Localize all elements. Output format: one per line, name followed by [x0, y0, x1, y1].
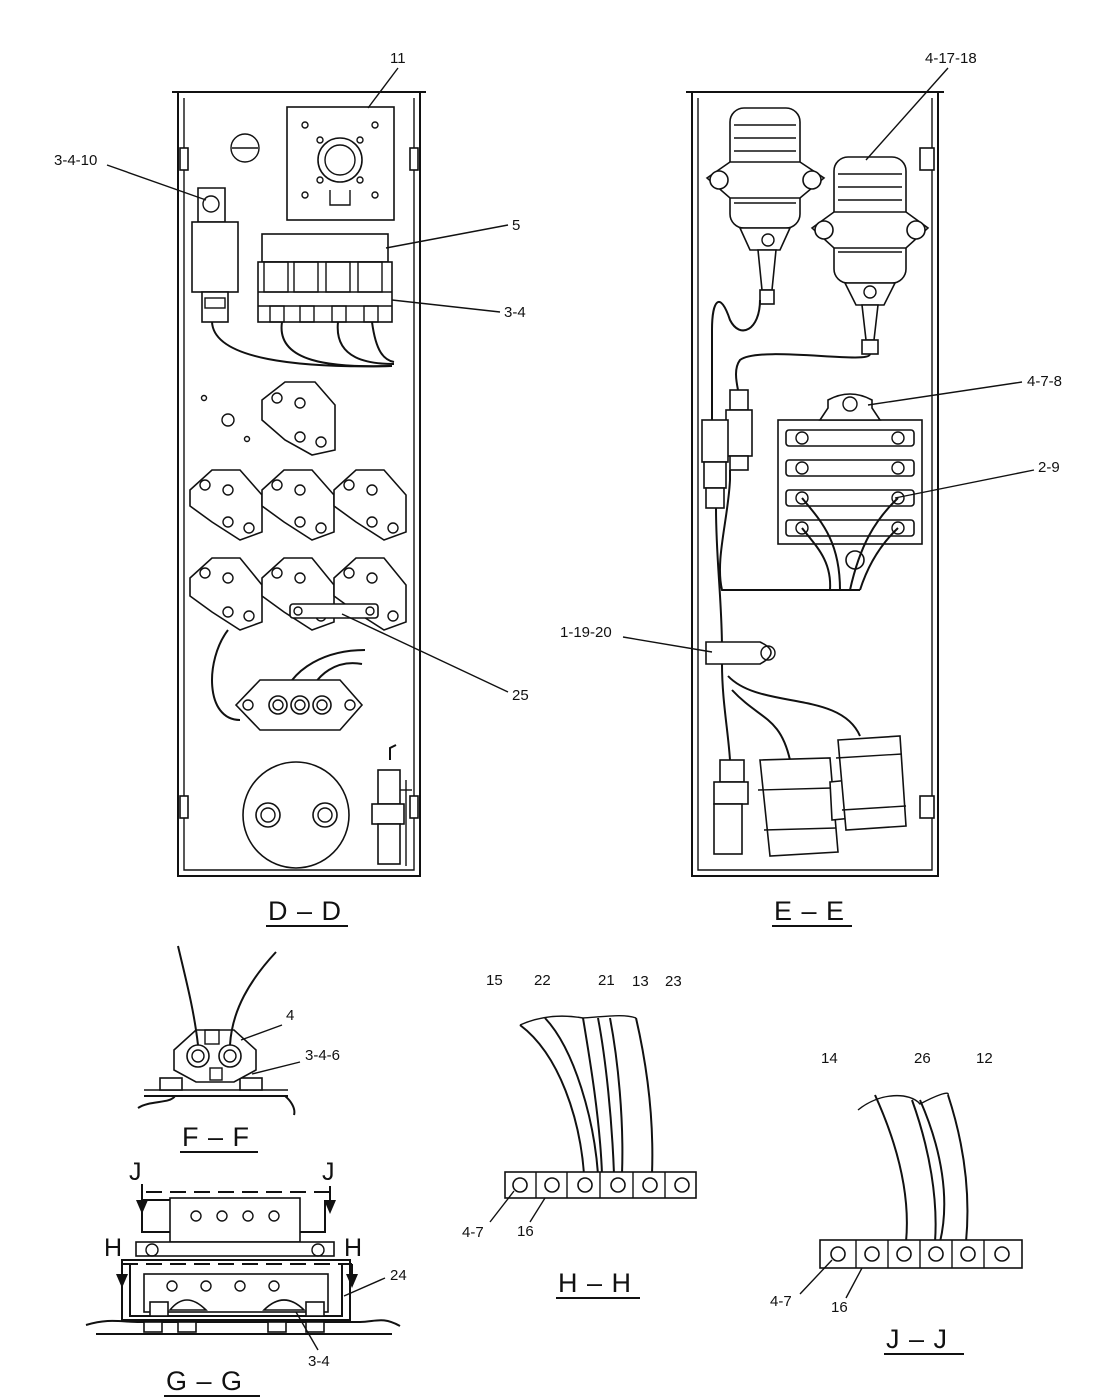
callout-4-7-hh: 4-7 [462, 1224, 484, 1241]
callout-3-4-gg: 3-4 [308, 1353, 330, 1370]
callout-2-9: 2-9 [1038, 459, 1060, 476]
view-gg [85, 1184, 401, 1351]
callout-25: 25 [512, 687, 529, 704]
callout-3-4-dd: 3-4 [504, 304, 526, 321]
callout-4-17-18: 4-17-18 [925, 50, 977, 67]
round-receptacle [242, 761, 350, 869]
fuse-block-5 [257, 233, 393, 323]
callout-4-ff: 4 [286, 1007, 294, 1024]
callout-23: 23 [665, 973, 682, 990]
callout-16-jj: 16 [831, 1299, 848, 1316]
view-jj [799, 1092, 1023, 1299]
title-ff: F – F [182, 1122, 250, 1152]
coil-left [705, 107, 826, 305]
callout-3-4-6: 3-4-6 [305, 1047, 340, 1064]
callout-1-19-20: 1-19-20 [560, 624, 612, 641]
callout-13: 13 [632, 973, 649, 990]
callout-5: 5 [512, 217, 520, 234]
title-ee: E – E [774, 896, 845, 926]
section-letter-j-right: J [322, 1158, 335, 1186]
inline-fuse-holder [371, 744, 412, 866]
section-letter-h-right: H [344, 1234, 362, 1262]
cable-clamp [705, 641, 776, 665]
section-markers: J J H H [104, 1158, 362, 1262]
coil-right [810, 156, 930, 355]
view-ff [137, 945, 301, 1116]
view-ee-panel [622, 67, 1035, 877]
terminal-strip [777, 393, 923, 570]
callout-4-7-jj: 4-7 [770, 1293, 792, 1310]
connector-housing [234, 679, 364, 731]
callout-22: 22 [534, 972, 551, 989]
connector-pair [701, 389, 753, 509]
bottom-connector [713, 759, 749, 855]
section-letter-j-left: J [129, 1158, 142, 1186]
callout-16-hh: 16 [517, 1223, 534, 1240]
callout-12: 12 [976, 1050, 993, 1067]
view-dd-panel [106, 67, 509, 877]
callout-15: 15 [486, 972, 503, 989]
title-hh: H – H [558, 1268, 632, 1298]
view-hh [489, 1015, 697, 1223]
terminal-block-group [189, 381, 407, 631]
callout-11: 11 [390, 50, 406, 67]
callout-21: 21 [598, 972, 615, 989]
relay-3-4-10 [191, 187, 239, 323]
title-jj: J – J [886, 1324, 948, 1354]
callout-26: 26 [914, 1050, 931, 1067]
callout-3-4-10: 3-4-10 [54, 152, 97, 169]
title-gg: G – G [166, 1366, 243, 1396]
section-letter-h-left: H [104, 1234, 122, 1262]
callout-14: 14 [821, 1050, 838, 1067]
title-dd: D – D [268, 896, 342, 926]
callout-4-7-8: 4-7-8 [1027, 373, 1062, 390]
plug-connectors [757, 735, 907, 857]
callout-labels: 11 3-4-10 5 3-4 25 4-17-18 4-7-8 2-9 1-1… [54, 50, 1062, 1370]
view-titles: D – D E – E F – F G – G H – H J – J [164, 896, 964, 1397]
mounting-plate-11 [286, 106, 395, 221]
callout-24: 24 [390, 1267, 407, 1284]
